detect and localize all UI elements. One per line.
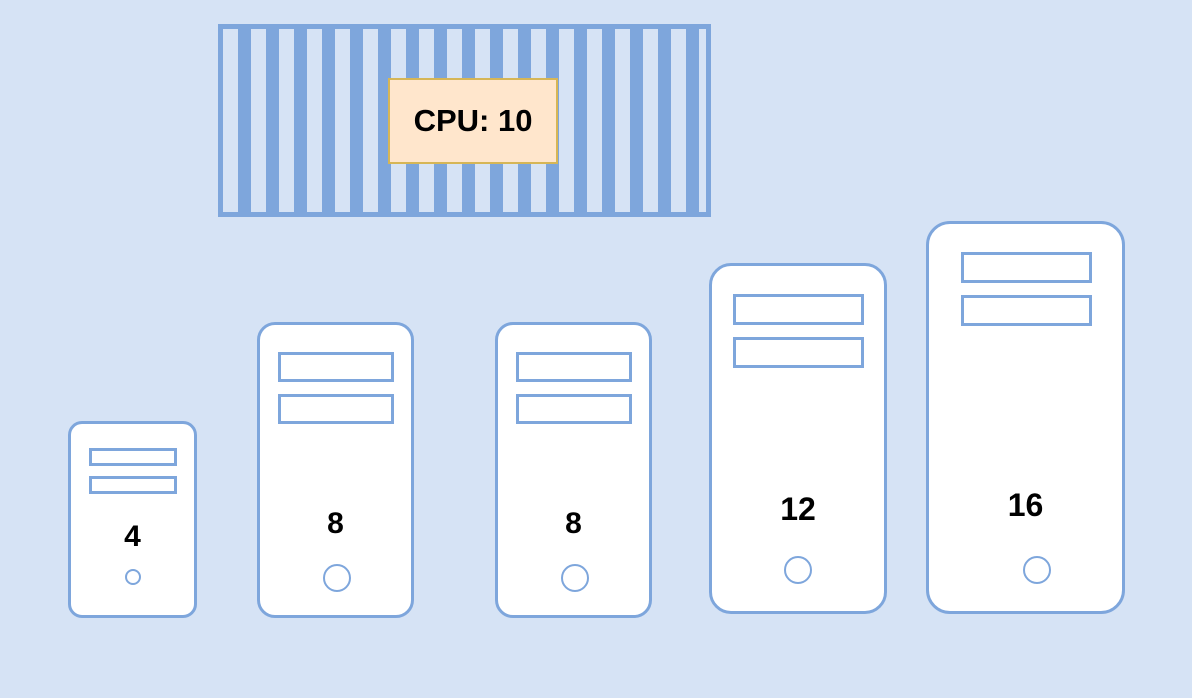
server-cpu-count: 8 <box>565 507 582 540</box>
drive-bay <box>733 337 864 368</box>
drive-bay <box>961 295 1092 326</box>
drive-bay <box>89 448 177 466</box>
server-4-cpu: 4 <box>68 421 197 618</box>
power-button-icon <box>1023 556 1051 584</box>
server-cpu-count: 4 <box>124 520 141 553</box>
server-16-cpu: 16 <box>926 221 1125 614</box>
power-button-icon <box>784 556 812 584</box>
drive-bay <box>516 352 632 382</box>
power-button-icon <box>561 564 589 592</box>
drive-bay <box>278 394 394 424</box>
drive-bay <box>89 476 177 494</box>
server-cpu-count: 8 <box>327 507 344 540</box>
power-button-icon <box>323 564 351 592</box>
drive-bay <box>278 352 394 382</box>
drive-bay <box>733 294 864 325</box>
server-cpu-count: 16 <box>1007 487 1044 523</box>
server-8-cpu: 8 <box>257 322 414 618</box>
power-button-icon <box>125 569 141 585</box>
server-8-cpu: 8 <box>495 322 652 618</box>
drive-bay <box>961 252 1092 283</box>
server-12-cpu: 12 <box>709 263 887 614</box>
server-cpu-count: 12 <box>780 491 816 527</box>
container-cpu-label: CPU: 10 <box>388 78 558 164</box>
drive-bay <box>516 394 632 424</box>
